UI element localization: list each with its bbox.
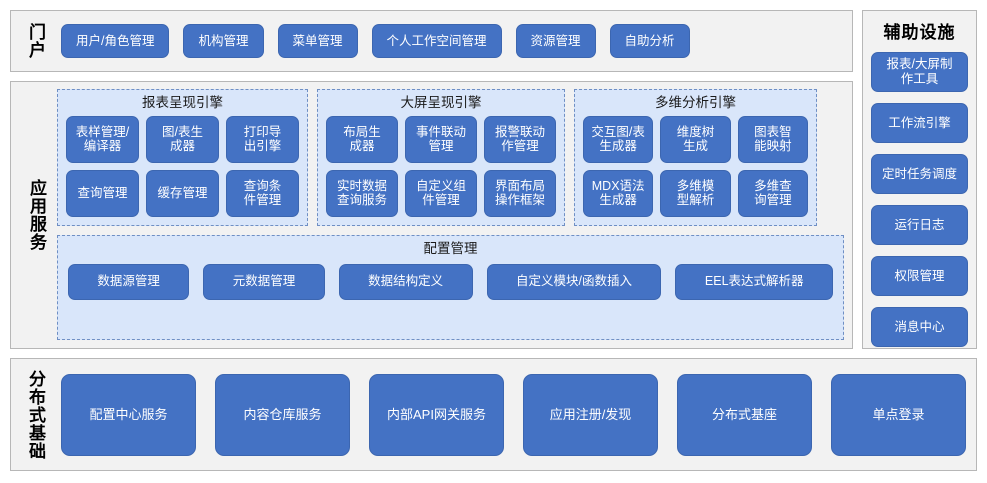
report-engine-group: 报表呈现引擎 表样管理/ 编译器 图/表生 成器 打印导 出引擎 查询管理 缓存… <box>57 89 308 226</box>
bigscreen-engine-items: 布局生 成器 事件联动 管理 报警联动 作管理 实时数据 查询服务 自定义组 件… <box>326 115 556 217</box>
upper-region: 门户 用户/角色管理 机构管理 菜单管理 个人工作空间管理 资源管理 自助分析 … <box>10 10 977 349</box>
config-item-metadata-management[interactable]: 元数据管理 <box>203 263 325 300</box>
portal-button-user-role[interactable]: 用户/角色管理 <box>61 24 170 58</box>
auxiliary-facilities-section: 辅助设施 报表/大屏制 作工具 工作流引擎 定时任务调度 运行日志 权限管理 消… <box>862 10 977 349</box>
report-item-query-management[interactable]: 查询管理 <box>66 169 139 217</box>
left-column: 门户 用户/角色管理 机构管理 菜单管理 个人工作空间管理 资源管理 自助分析 … <box>10 10 853 349</box>
report-engine-items: 表样管理/ 编译器 图/表生 成器 打印导 出引擎 查询管理 缓存管理 查询条 … <box>66 115 299 217</box>
portal-button-list: 用户/角色管理 机构管理 菜单管理 个人工作空间管理 资源管理 自助分析 <box>61 24 844 58</box>
engine-row: 报表呈现引擎 表样管理/ 编译器 图/表生 成器 打印导 出引擎 查询管理 缓存… <box>57 89 844 226</box>
application-services-section: 应用服务 报表呈现引擎 表样管理/ 编译器 图/表生 成器 打印导 出引擎 查询… <box>10 81 853 349</box>
base-item-content-repository-service[interactable]: 内容仓库服务 <box>215 373 350 456</box>
config-item-custom-module-function[interactable]: 自定义模块/函数插入 <box>486 263 662 300</box>
portal-button-resource[interactable]: 资源管理 <box>515 24 596 58</box>
base-item-single-sign-on[interactable]: 单点登录 <box>831 373 966 456</box>
config-item-data-structure-definition[interactable]: 数据结构定义 <box>338 263 473 300</box>
distributed-base-list: 配置中心服务 内容仓库服务 内部API网关服务 应用注册/发现 分布式基座 单点… <box>61 373 966 456</box>
bigscreen-engine-group: 大屏呈现引擎 布局生 成器 事件联动 管理 报警联动 作管理 实时数据 查询服务… <box>317 89 565 226</box>
aux-item-workflow-engine[interactable]: 工作流引擎 <box>871 103 968 143</box>
bigscreen-item-ui-layout-framework[interactable]: 界面布局 操作框架 <box>484 169 556 217</box>
distributed-base-section: 分布式基础 配置中心服务 内容仓库服务 内部API网关服务 应用注册/发现 分布… <box>10 358 977 471</box>
aux-item-report-bigscreen-tool[interactable]: 报表/大屏制 作工具 <box>871 52 968 92</box>
report-item-cache-management[interactable]: 缓存管理 <box>146 169 219 217</box>
configuration-management-title: 配置管理 <box>423 240 478 256</box>
olap-engine-items: 交互图/表 生成器 维度树 生成 图表智 能映射 MDX语法 生成器 多维模 型… <box>583 115 808 217</box>
bigscreen-engine-title: 大屏呈现引擎 <box>400 95 482 110</box>
configuration-management-group: 配置管理 数据源管理 元数据管理 数据结构定义 自定义模块/函数插入 EEL表达… <box>57 234 844 340</box>
bigscreen-item-realtime-query[interactable]: 实时数据 查询服务 <box>326 169 398 217</box>
distributed-base-label: 分布式基础 <box>26 369 46 460</box>
application-services-content: 报表呈现引擎 表样管理/ 编译器 图/表生 成器 打印导 出引擎 查询管理 缓存… <box>57 89 844 340</box>
configuration-management-items: 数据源管理 元数据管理 数据结构定义 自定义模块/函数插入 EEL表达式解析器 <box>68 263 833 300</box>
olap-item-multidim-query-management[interactable]: 多维查 询管理 <box>737 169 808 217</box>
bigscreen-item-layout-generator[interactable]: 布局生 成器 <box>326 115 398 163</box>
aux-item-permission-management[interactable]: 权限管理 <box>871 256 968 296</box>
aux-item-message-center[interactable]: 消息中心 <box>871 307 968 347</box>
base-item-config-center-service[interactable]: 配置中心服务 <box>61 373 196 456</box>
bigscreen-item-event-linkage[interactable]: 事件联动 管理 <box>405 115 477 163</box>
config-item-eel-expression-parser[interactable]: EEL表达式解析器 <box>675 263 833 300</box>
aux-item-runtime-log[interactable]: 运行日志 <box>871 205 968 245</box>
olap-engine-group: 多维分析引擎 交互图/表 生成器 维度树 生成 图表智 能映射 MDX语法 生成… <box>574 89 817 226</box>
aux-item-scheduled-task[interactable]: 定时任务调度 <box>871 154 968 194</box>
olap-item-model-parser[interactable]: 多维模 型解析 <box>660 169 731 217</box>
olap-item-mdx-generator[interactable]: MDX语法 生成器 <box>583 169 654 217</box>
olap-item-chart-smart-mapping[interactable]: 图表智 能映射 <box>737 115 808 163</box>
portal-section-label: 门户 <box>26 23 46 59</box>
portal-button-org[interactable]: 机构管理 <box>183 24 264 58</box>
portal-button-workspace[interactable]: 个人工作空间管理 <box>371 24 502 58</box>
report-item-chart-generator[interactable]: 图/表生 成器 <box>146 115 219 163</box>
bigscreen-item-custom-component[interactable]: 自定义组 件管理 <box>405 169 477 217</box>
config-item-datasource-management[interactable]: 数据源管理 <box>68 263 190 300</box>
report-item-print-export-engine[interactable]: 打印导 出引擎 <box>226 115 299 163</box>
bigscreen-item-alarm-action[interactable]: 报警联动 作管理 <box>484 115 556 163</box>
application-services-label: 应用服务 <box>27 178 47 251</box>
auxiliary-facilities-list: 报表/大屏制 作工具 工作流引擎 定时任务调度 运行日志 权限管理 消息中心 <box>871 52 968 347</box>
base-item-internal-api-gateway-service[interactable]: 内部API网关服务 <box>369 373 504 456</box>
portal-button-self-service[interactable]: 自助分析 <box>609 24 690 58</box>
olap-engine-title: 多维分析引擎 <box>655 95 736 110</box>
base-item-app-register-discovery[interactable]: 应用注册/发现 <box>523 373 658 456</box>
olap-item-dimension-tree[interactable]: 维度树 生成 <box>660 115 731 163</box>
portal-section: 门户 用户/角色管理 机构管理 菜单管理 个人工作空间管理 资源管理 自助分析 <box>10 10 853 72</box>
report-engine-title: 报表呈现引擎 <box>142 95 223 110</box>
base-item-distributed-foundation[interactable]: 分布式基座 <box>677 373 812 456</box>
report-item-query-condition-management[interactable]: 查询条 件管理 <box>226 169 299 217</box>
report-item-template-compiler[interactable]: 表样管理/ 编译器 <box>66 115 139 163</box>
portal-button-menu[interactable]: 菜单管理 <box>277 24 358 58</box>
auxiliary-facilities-title: 辅助设施 <box>883 23 956 42</box>
olap-item-interactive-chart-generator[interactable]: 交互图/表 生成器 <box>583 115 654 163</box>
